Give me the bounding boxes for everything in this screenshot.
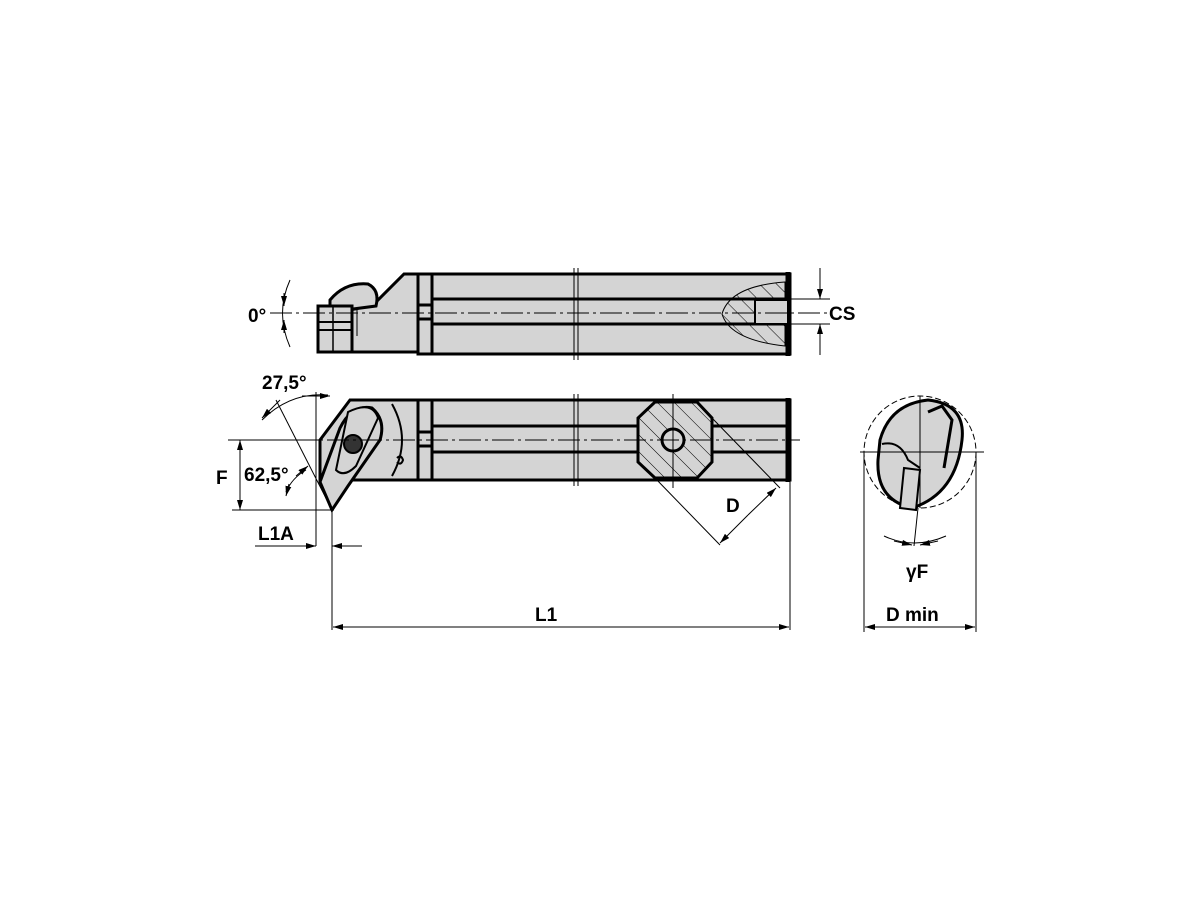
l1-label: L1: [535, 605, 558, 626]
f-label: F: [216, 468, 228, 489]
end-view: γF D min: [860, 395, 984, 632]
d-label: D: [726, 496, 740, 517]
cs-label: CS: [829, 304, 855, 325]
side-view: D 27,5° 62,5° F L1A: [216, 373, 800, 560]
d-min-label: D min: [886, 605, 939, 626]
l1-dimension: L1: [331, 482, 791, 630]
gamma-f-label: γF: [906, 562, 928, 583]
l1a-label: L1A: [258, 524, 294, 545]
top-view: 0° CS: [248, 268, 855, 360]
angle-27-label: 27,5°: [262, 373, 307, 394]
angle-62-label: 62,5°: [244, 465, 289, 486]
angle-0-label: 0°: [248, 306, 266, 327]
